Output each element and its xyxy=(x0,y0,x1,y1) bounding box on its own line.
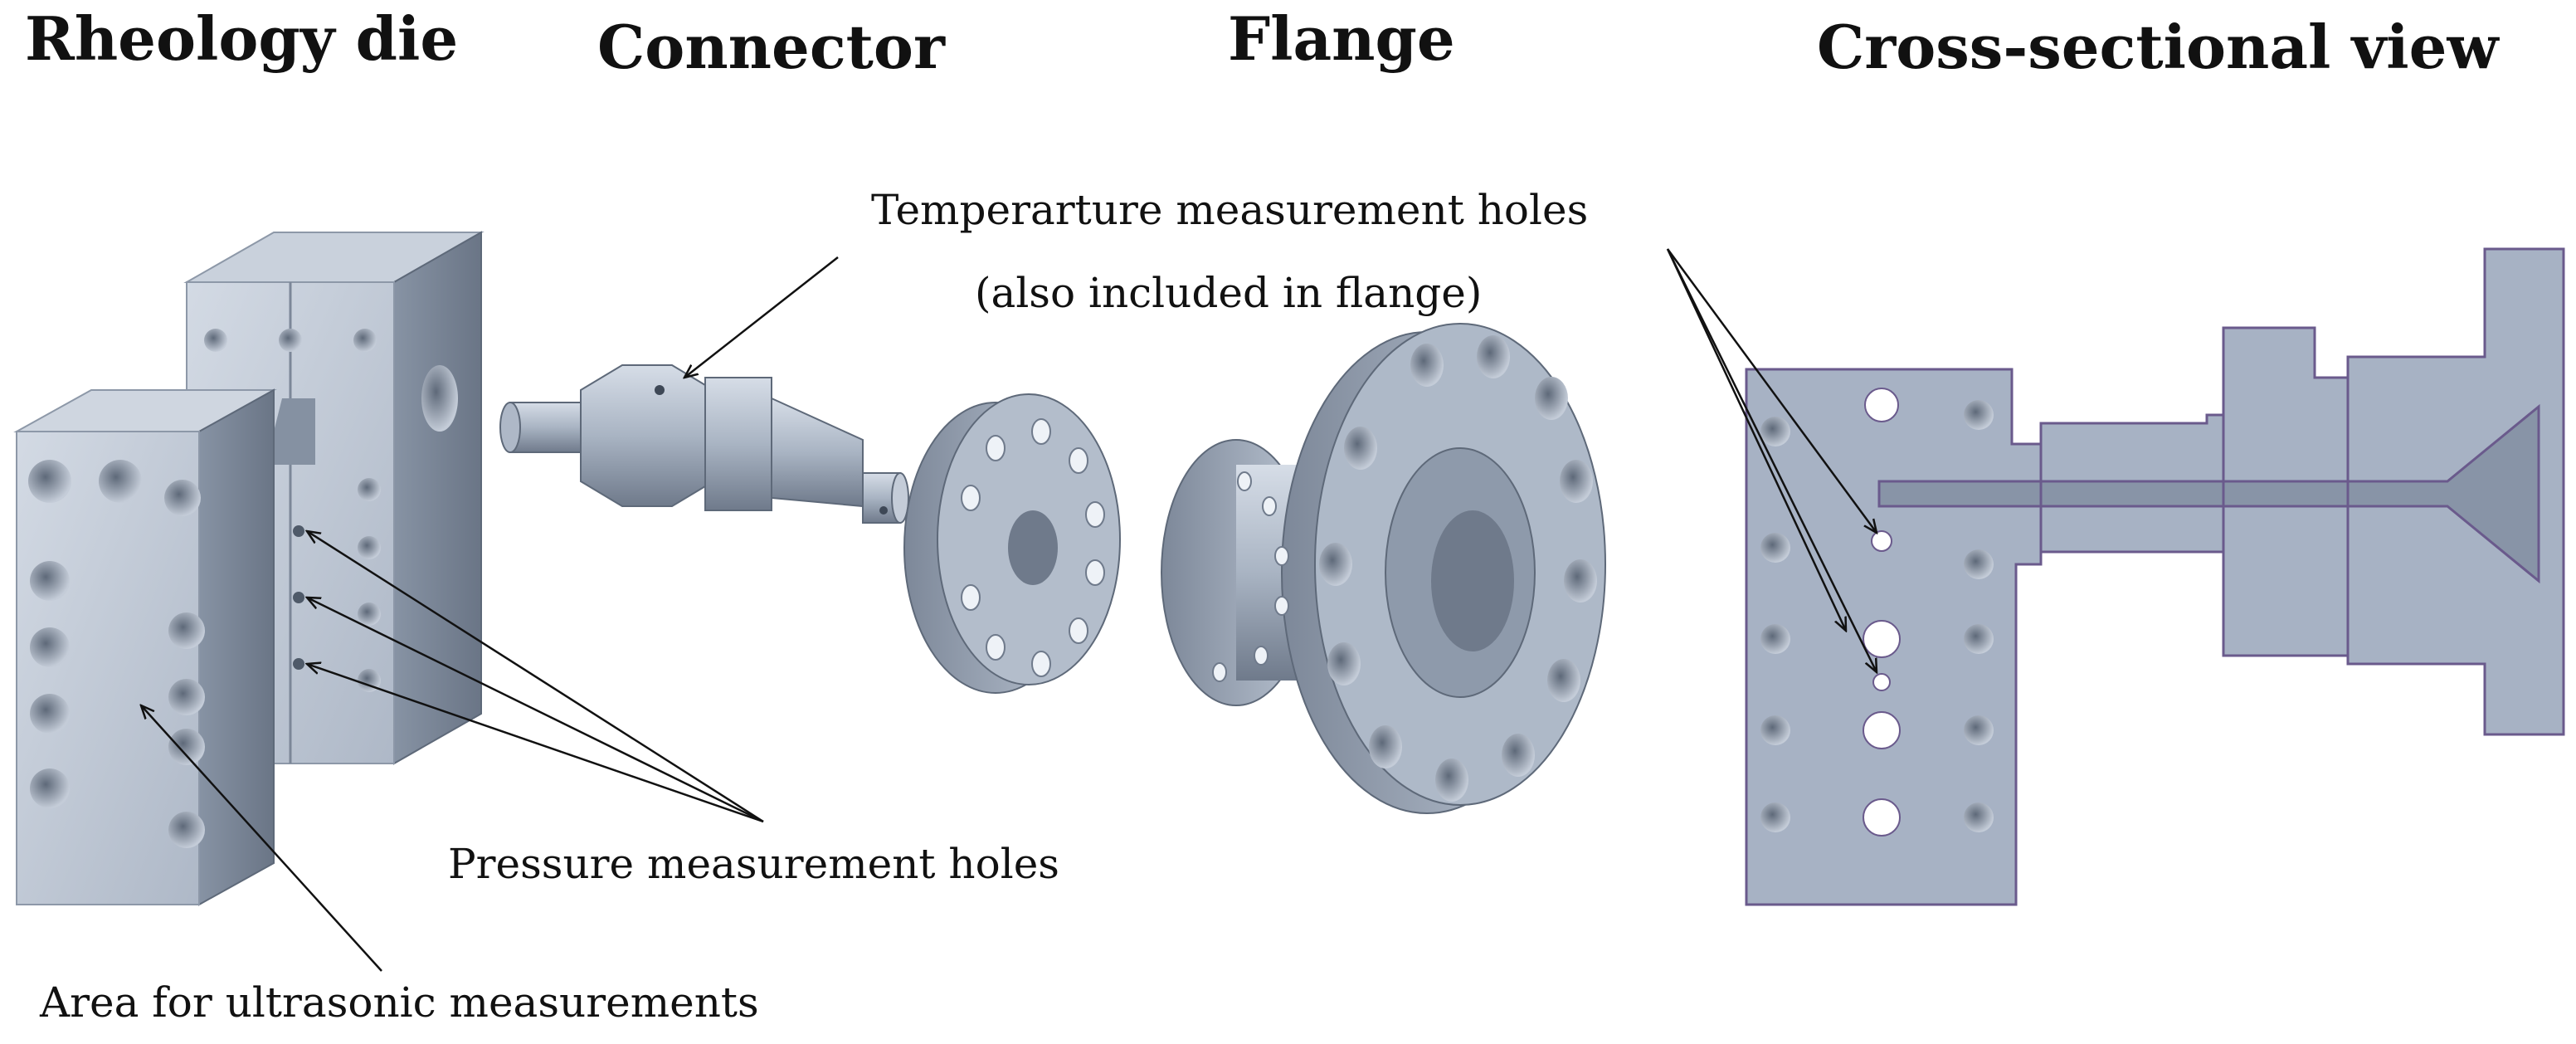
arrow-pressure-2 xyxy=(307,598,764,823)
arrow-temperature-connector xyxy=(684,256,839,378)
connector-part xyxy=(499,364,909,524)
ultrasonic-label: Area for ultrasonic measurements xyxy=(39,978,759,1027)
title-rheology-die: Rheology die xyxy=(25,3,458,74)
arrow-temperature-section-1 xyxy=(1666,248,1877,533)
rheology-die-front-block xyxy=(13,388,277,906)
flange-large-part xyxy=(1161,323,1606,814)
title-connector: Connector xyxy=(597,12,946,82)
flange-small-disk xyxy=(903,393,1121,694)
pressure-label: Pressure measurement holes xyxy=(448,840,1059,888)
cross-section-drawing xyxy=(1745,247,2565,906)
arrow-temperature-section-3 xyxy=(1666,248,1846,631)
title-flange: Flange xyxy=(1228,3,1455,74)
arrow-pressure-3 xyxy=(307,664,764,823)
arrow-ultrasonic xyxy=(141,705,382,972)
annotation-arrows xyxy=(141,248,1877,972)
cross-section-details xyxy=(1760,378,2540,837)
arrow-temperature-section-2 xyxy=(1666,248,1877,672)
temperature-label-line1: Temperarture measurement holes xyxy=(871,186,1588,234)
arrow-pressure-1 xyxy=(307,531,764,823)
temperature-label-line2: (also included in flange) xyxy=(975,269,1482,317)
title-cross-sectional-view: Cross-sectional view xyxy=(1817,12,2500,82)
